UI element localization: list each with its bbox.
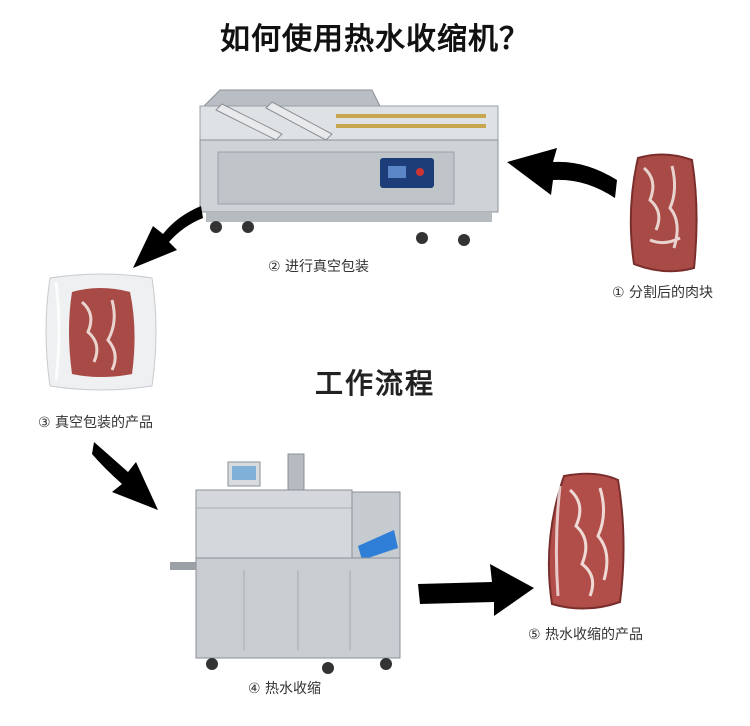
vacuum-packaging-machine-image: [199, 89, 499, 246]
page-title: 如何使用热水收缩机？: [220, 22, 530, 57]
meat-chunk-image: [629, 153, 698, 273]
hot-water-shrink-machine-image: [170, 453, 401, 674]
workflow-heading: 工作流程: [314, 367, 435, 400]
arrow-step3-to-step4: [92, 442, 158, 510]
arrow-step2-to-step3: [133, 206, 203, 268]
step-3-label: ③ 真空包装的产品: [38, 415, 154, 431]
arrow-step4-to-step5: [418, 564, 534, 616]
arrow-step1-to-step2: [507, 148, 617, 198]
step-1-label: ① 分割后的肉块: [612, 285, 714, 301]
shrink-wrapped-meat-image: [547, 472, 625, 610]
vacuum-packed-meat-image: [45, 273, 157, 391]
step-2-label: ② 进行真空包装: [268, 259, 370, 275]
step-5-label: ⑤ 热水收缩的产品: [528, 627, 644, 643]
step-4-label: ④ 热水收缩: [248, 681, 322, 697]
